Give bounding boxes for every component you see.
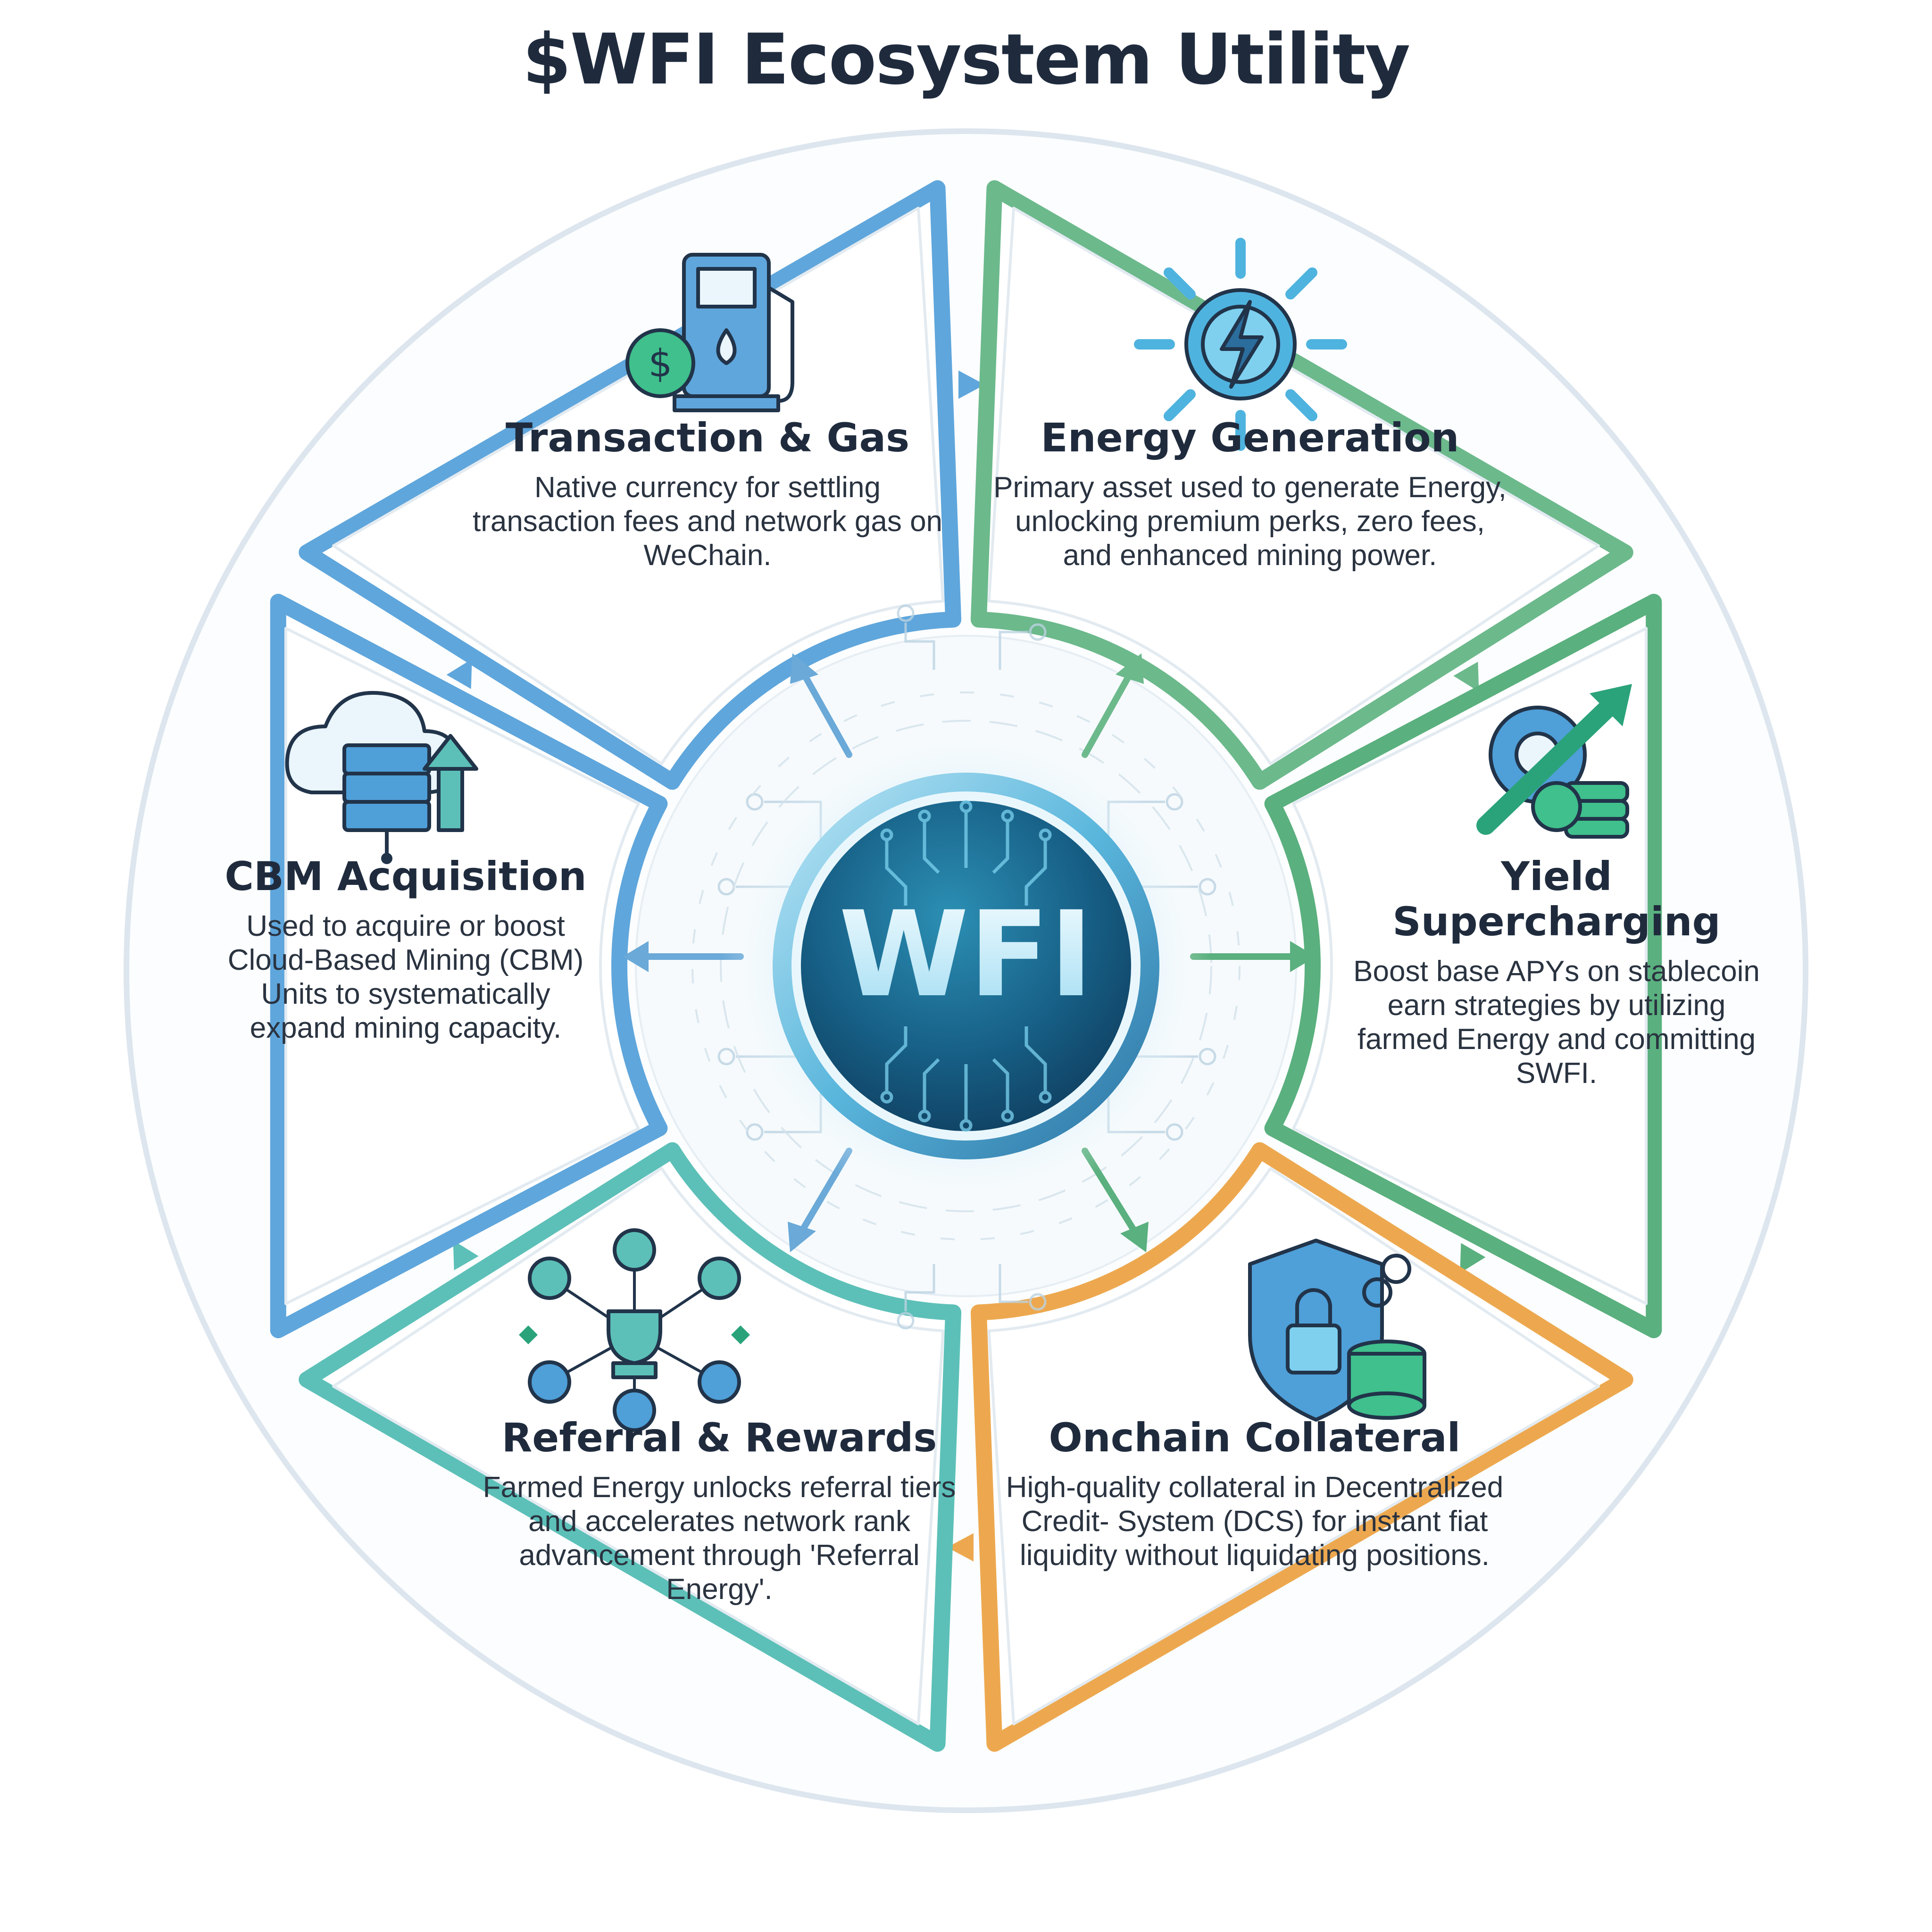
segment-yield-supercharging [1264,593,1662,1339]
segment-onchain-collateral [947,1142,1633,1752]
segment-connector-arrow [947,1533,974,1562]
page-title: $WFI Ecosystem Utility [522,19,1410,100]
network-trophy-icon [519,1228,750,1432]
hub-label: WFI [839,886,1093,1023]
segment-title: CBM Acquisition [225,853,587,899]
segment-connector-arrow [1453,661,1479,692]
segment-connector-arrow [446,659,472,689]
segment-description: Boost base APYs on stablecoin earn strat… [1353,955,1760,1090]
segment-title: Energy Generation [1041,415,1459,461]
segment-connector-arrow [958,370,985,399]
segment-cbm-acquisition [270,593,668,1339]
wfi-hub: WFI [721,721,1211,1211]
segment-description: Used to acquire or boost Cloud-Based Min… [227,910,584,1044]
shield-lock-icon [1248,1239,1426,1422]
hub-circuit-lines [880,800,1052,1132]
cloud-server-icon [285,691,478,864]
segment-connector-arrow [453,1240,479,1271]
segment-title: Transaction & Gas [505,415,910,461]
svg-text:$: $ [649,341,673,385]
segment-description: Primary asset used to generate Energy, u… [993,471,1507,572]
hub-face [801,801,1131,1131]
segment-description: Native currency for settling transaction… [472,471,943,572]
segment-description: High-quality collateral in Decentralized… [1006,1471,1504,1572]
segment-energy-generation [970,180,1633,790]
segment-inner-border [987,1166,1600,1725]
segment-title: Yield Supercharging [1392,853,1721,945]
segment-transaction-gas: $ [299,180,985,790]
segment-title: Onchain Collateral [1049,1415,1461,1461]
gear-growth-arrow-icon [1476,684,1632,839]
lightning-energy-icon [1134,238,1347,451]
segment-description: Farmed Energy unlocks referral tiers and… [483,1471,956,1606]
gas-pump-icon: $ [625,253,794,412]
segment-referral-rewards [299,1142,962,1752]
segment-title: Referral & Rewards [501,1415,937,1461]
segment-connector-arrow [1460,1243,1486,1273]
